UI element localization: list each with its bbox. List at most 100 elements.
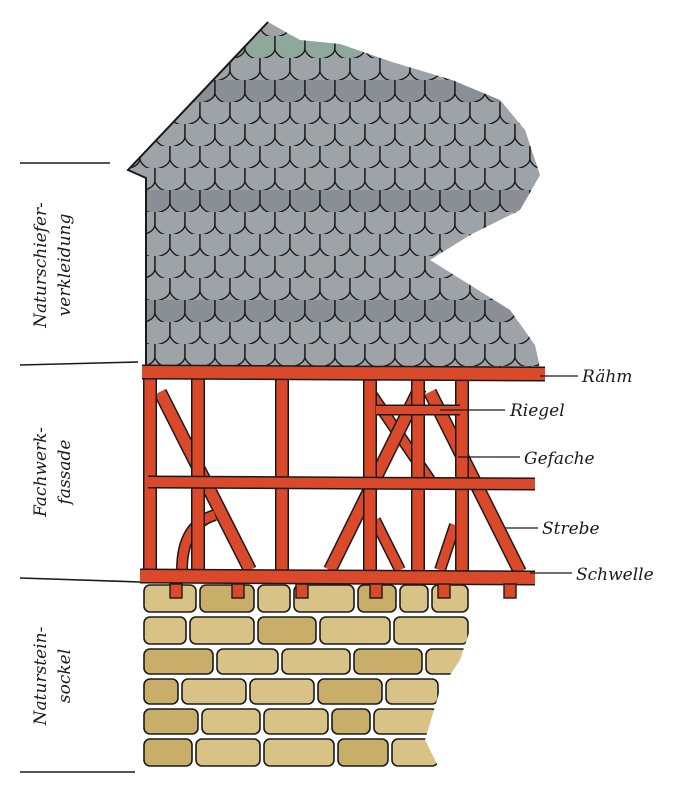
slate-shingle	[169, 278, 201, 302]
stone-block	[393, 616, 469, 645]
slate-shingle	[454, 300, 486, 324]
slate-shingle	[334, 124, 366, 148]
slate-shingle	[529, 58, 540, 82]
slate-shingle	[409, 190, 441, 214]
slate-shingle	[274, 300, 306, 324]
slate-shingle	[484, 168, 516, 192]
slate-shingle	[319, 190, 351, 214]
slate-shingle	[545, 300, 575, 323]
stone-block	[195, 738, 261, 767]
slate-shingle	[484, 300, 516, 324]
slate-shingle	[514, 36, 540, 60]
slate-shingle	[454, 256, 486, 280]
slate-shingle	[334, 300, 366, 324]
slate-shingle	[199, 278, 231, 302]
slate-shingle	[469, 190, 501, 214]
slate-shingle	[545, 212, 575, 235]
slate-shingle	[139, 58, 171, 82]
slate-shingle	[184, 300, 216, 324]
slate-shingle	[319, 146, 351, 170]
stone-block	[373, 708, 439, 735]
slate-shingle	[334, 344, 366, 368]
slate-shingle	[244, 36, 276, 60]
slate-shingle	[244, 80, 276, 104]
slate-shingle	[199, 190, 231, 214]
slate-shingle	[139, 102, 171, 126]
slate-shingle	[229, 278, 261, 302]
stone-block	[201, 708, 261, 735]
slate-shingle	[128, 366, 141, 368]
slate-shingle	[304, 36, 336, 60]
slate-shingle	[349, 58, 381, 82]
stone-block	[249, 678, 315, 705]
slate-shingle	[139, 234, 171, 258]
joist-head-4	[437, 583, 451, 599]
slate-shingle	[409, 22, 441, 38]
slate-shingle	[469, 234, 501, 258]
stone-block	[263, 708, 329, 735]
slate-shingle	[409, 322, 441, 346]
slate-shingle	[545, 256, 575, 279]
slate-shingle	[439, 234, 471, 258]
slate-shingle	[259, 146, 291, 170]
slate-shingle	[139, 278, 171, 302]
slate-shingle	[184, 168, 216, 192]
slate-shingle	[169, 190, 201, 214]
slate-shingle	[379, 146, 411, 170]
slate-shingle	[394, 36, 426, 60]
section-dividers	[19, 162, 141, 773]
slate-shingle	[334, 256, 366, 280]
slate-shingle	[529, 190, 540, 214]
slate-shingle	[439, 322, 471, 346]
slate-shingle	[184, 124, 216, 148]
slate-shingle	[289, 58, 321, 82]
slate-shingle	[424, 80, 456, 104]
slate-shingle	[199, 146, 231, 170]
slate-shingle	[244, 300, 276, 324]
slate-shingle	[394, 300, 426, 324]
stone-block	[391, 738, 439, 767]
slate-shingle	[244, 124, 276, 148]
joist-head-3	[369, 583, 383, 599]
slate-shingle	[259, 58, 291, 82]
slate-shingle	[128, 146, 141, 170]
divider-timber-stone	[19, 577, 141, 583]
slate-shingle	[128, 190, 141, 214]
slate-shingle	[409, 278, 441, 302]
slate-shingle	[169, 146, 201, 170]
slate-shingle	[545, 36, 575, 59]
slate-shingle	[514, 168, 540, 192]
stone-block	[216, 648, 279, 675]
slate-shingle	[529, 278, 540, 302]
slate-shingle	[214, 124, 246, 148]
slate-shingle	[469, 102, 501, 126]
slate-shingle	[304, 80, 336, 104]
slate-shingle	[349, 22, 381, 38]
slate-shingle	[454, 168, 486, 192]
riegel-middle	[147, 477, 536, 489]
joist-head-5	[503, 583, 517, 599]
slate-shingle	[274, 124, 306, 148]
slate-shingle	[199, 102, 231, 126]
slate-shingle	[349, 322, 381, 346]
callout-gefache: Gefache	[524, 449, 595, 469]
slate-shingle	[469, 22, 501, 38]
slate-shingle	[394, 344, 426, 368]
slate-shingle	[364, 212, 396, 236]
label-timber-line-1: Fachwerk-	[31, 427, 51, 518]
slate-shingle	[214, 344, 246, 368]
slate-shingle	[169, 234, 201, 258]
stone-block	[257, 584, 291, 613]
rahm	[141, 366, 546, 380]
slate-shingle	[424, 212, 456, 236]
slate-shingle	[529, 234, 540, 258]
slate-shingle	[304, 124, 336, 148]
slate-shingle	[128, 256, 156, 280]
stone-block	[293, 584, 355, 613]
slate-shingle	[409, 234, 441, 258]
slate-shingle	[128, 278, 141, 302]
slate-shingle	[379, 102, 411, 126]
slate-shingle	[469, 278, 501, 302]
slate-shingle	[214, 168, 246, 192]
slate-shingle	[379, 22, 411, 38]
